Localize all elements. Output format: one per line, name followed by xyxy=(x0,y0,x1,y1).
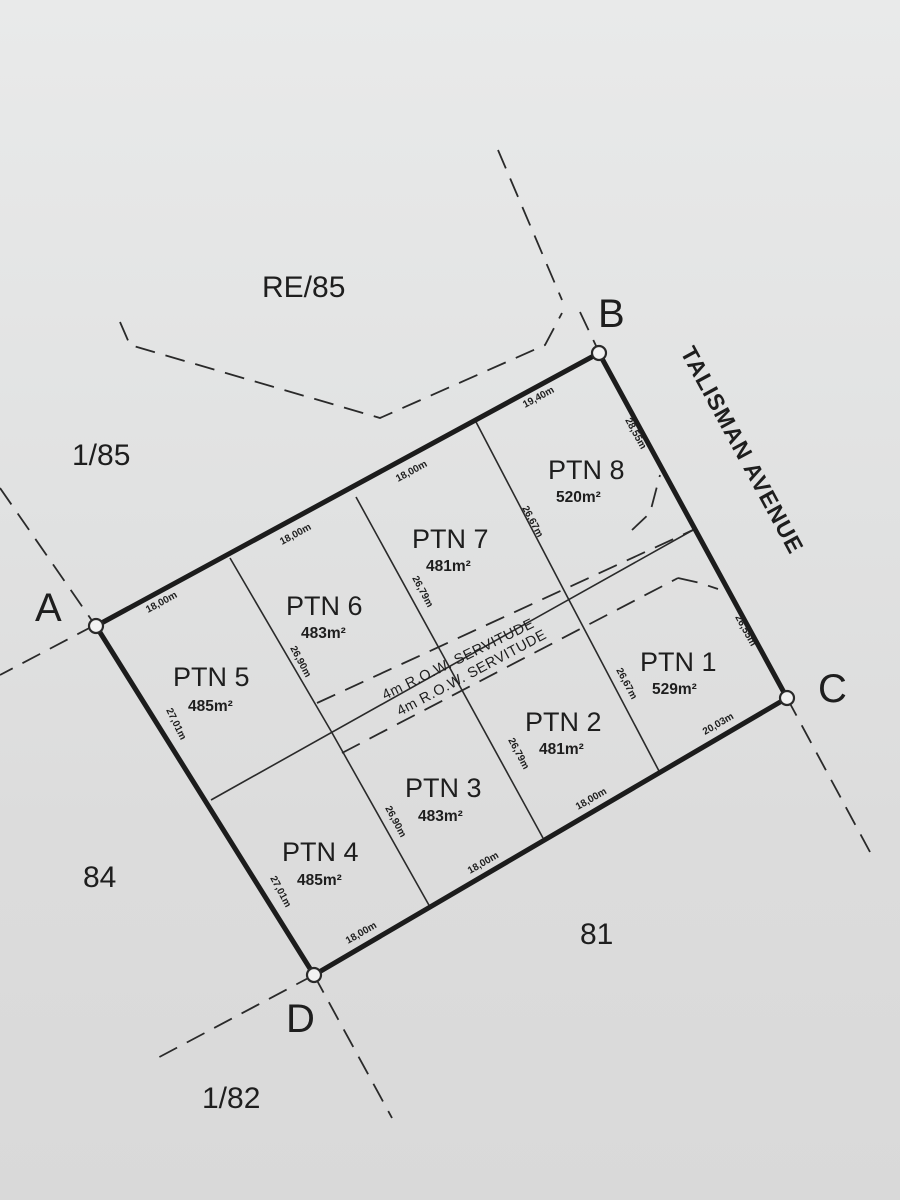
portion-name: PTN 7 xyxy=(412,524,489,554)
neighbour-84: 84 xyxy=(83,861,116,894)
neighbour-re85: RE/85 xyxy=(262,271,345,304)
length-label: 18,00m xyxy=(574,786,609,813)
neighbour-1-82: 1/82 xyxy=(202,1082,260,1115)
length-label: 19,40m xyxy=(521,385,556,411)
corner-label-b: B xyxy=(598,292,625,336)
neighbour-boundaries xyxy=(0,149,871,1119)
servitude-lines xyxy=(316,474,719,754)
corner-label-a: A xyxy=(35,586,62,630)
length-label: 26,90m xyxy=(382,804,408,839)
length-label: 18,00m xyxy=(466,850,501,877)
portion-divisions xyxy=(210,419,694,908)
portion-name: PTN 6 xyxy=(286,591,363,621)
corner-label-d: D xyxy=(286,997,315,1041)
beacon-b xyxy=(590,344,608,362)
portion-area: 483m² xyxy=(418,808,463,825)
length-label: 26,67m xyxy=(519,504,545,539)
portion-name: PTN 2 xyxy=(525,707,602,737)
length-label: 26,79m xyxy=(505,736,531,771)
portion-name: PTN 4 xyxy=(282,837,359,867)
length-label: 26,67m xyxy=(613,666,639,701)
beacon-c xyxy=(778,689,796,707)
length-label: 26,79m xyxy=(409,574,435,609)
portion-area: 485m² xyxy=(188,698,233,715)
portion-area: 481m² xyxy=(426,558,471,575)
portion-name: PTN 3 xyxy=(405,773,482,803)
portion-area: 529m² xyxy=(652,681,697,698)
length-label: 18,00m xyxy=(144,590,179,616)
beacon-d xyxy=(305,966,323,984)
portion-name: PTN 5 xyxy=(173,662,250,692)
neighbour-81: 81 xyxy=(580,918,613,951)
length-label: 26,55m xyxy=(732,613,758,648)
portion-name: PTN 8 xyxy=(548,455,625,485)
portion-labels: PTN 1 529m² PTN 2 481m² PTN 3 483m² PTN … xyxy=(173,455,717,889)
portion-area: 481m² xyxy=(539,741,584,758)
portion-area: 520m² xyxy=(556,489,601,506)
portion-name: PTN 1 xyxy=(640,647,717,677)
corner-label-c: C xyxy=(818,667,847,711)
corner-beacons xyxy=(87,344,796,984)
portion-area: 485m² xyxy=(297,872,342,889)
neighbour-1-85: 1/85 xyxy=(72,439,130,472)
portion-area: 483m² xyxy=(301,625,346,642)
beacon-a xyxy=(87,617,105,635)
